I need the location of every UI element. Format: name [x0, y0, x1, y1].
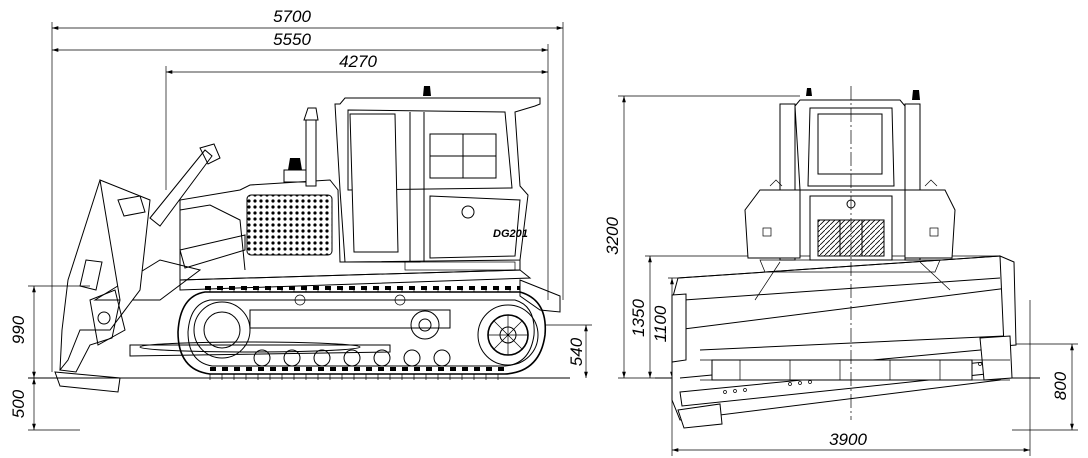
operator-cab: DG201 [334, 97, 541, 263]
dim-tilt-drop-label: 800 [1051, 371, 1070, 400]
track-rollers [253, 294, 451, 367]
blade-front [671, 255, 1017, 429]
dim-blade-width-label: 3900 [829, 430, 867, 449]
blade-rest-edge [711, 359, 973, 381]
dim-blade-height-tilt-label: 1350 [629, 299, 648, 337]
front-left-fender [744, 189, 801, 259]
dim-overall-length: 5700 [52, 7, 563, 30]
front-right-fender [904, 189, 956, 259]
dim-blade-height: 1100 [651, 278, 674, 378]
dim-length-mid: 5550 [52, 30, 548, 52]
dim-tilt-drop: 800 [1051, 344, 1074, 430]
drive-sprocket [477, 304, 539, 366]
exhaust-stack [305, 119, 317, 187]
dim-blade-width: 3900 [672, 430, 1030, 452]
blade-side [59, 179, 151, 373]
front-idler [193, 301, 251, 359]
dim-length-mid-label: 5550 [273, 30, 311, 49]
bulldozer-front [744, 88, 956, 261]
front-view: 3200 1350 1100 800 3900 [603, 86, 1078, 456]
beacon-hood [288, 158, 302, 170]
cab-badge: DG201 [493, 228, 528, 240]
dim-length-body: 4270 [166, 52, 548, 74]
track-frame [249, 309, 451, 329]
dim-overall-height-label: 3200 [603, 217, 622, 255]
side-view: 5700 5550 4270 990 500 540 [9, 7, 592, 431]
lift-cylinder [149, 149, 213, 227]
dim-blade-height-tilt: 1350 [629, 256, 652, 378]
dim-blade-drop: 500 [9, 378, 80, 431]
dim-blade-lift-label: 990 [9, 315, 28, 344]
dim-length-body-label: 4270 [339, 52, 377, 71]
cab-beacon [423, 86, 431, 96]
dim-overall-height: 3200 [603, 96, 626, 378]
engine-grille [246, 194, 333, 256]
dim-blade-height-label: 1100 [651, 305, 670, 342]
dim-overall-length-label: 5700 [273, 7, 311, 26]
track-shoes [205, 286, 520, 380]
bulldozer-side: DG201 [54, 86, 561, 393]
push-arm [129, 344, 391, 357]
dim-track-height: 540 [545, 324, 592, 378]
dim-blade-drop-label: 500 [9, 389, 28, 418]
track-loop [177, 291, 547, 375]
dim-track-height-label: 540 [567, 337, 586, 366]
